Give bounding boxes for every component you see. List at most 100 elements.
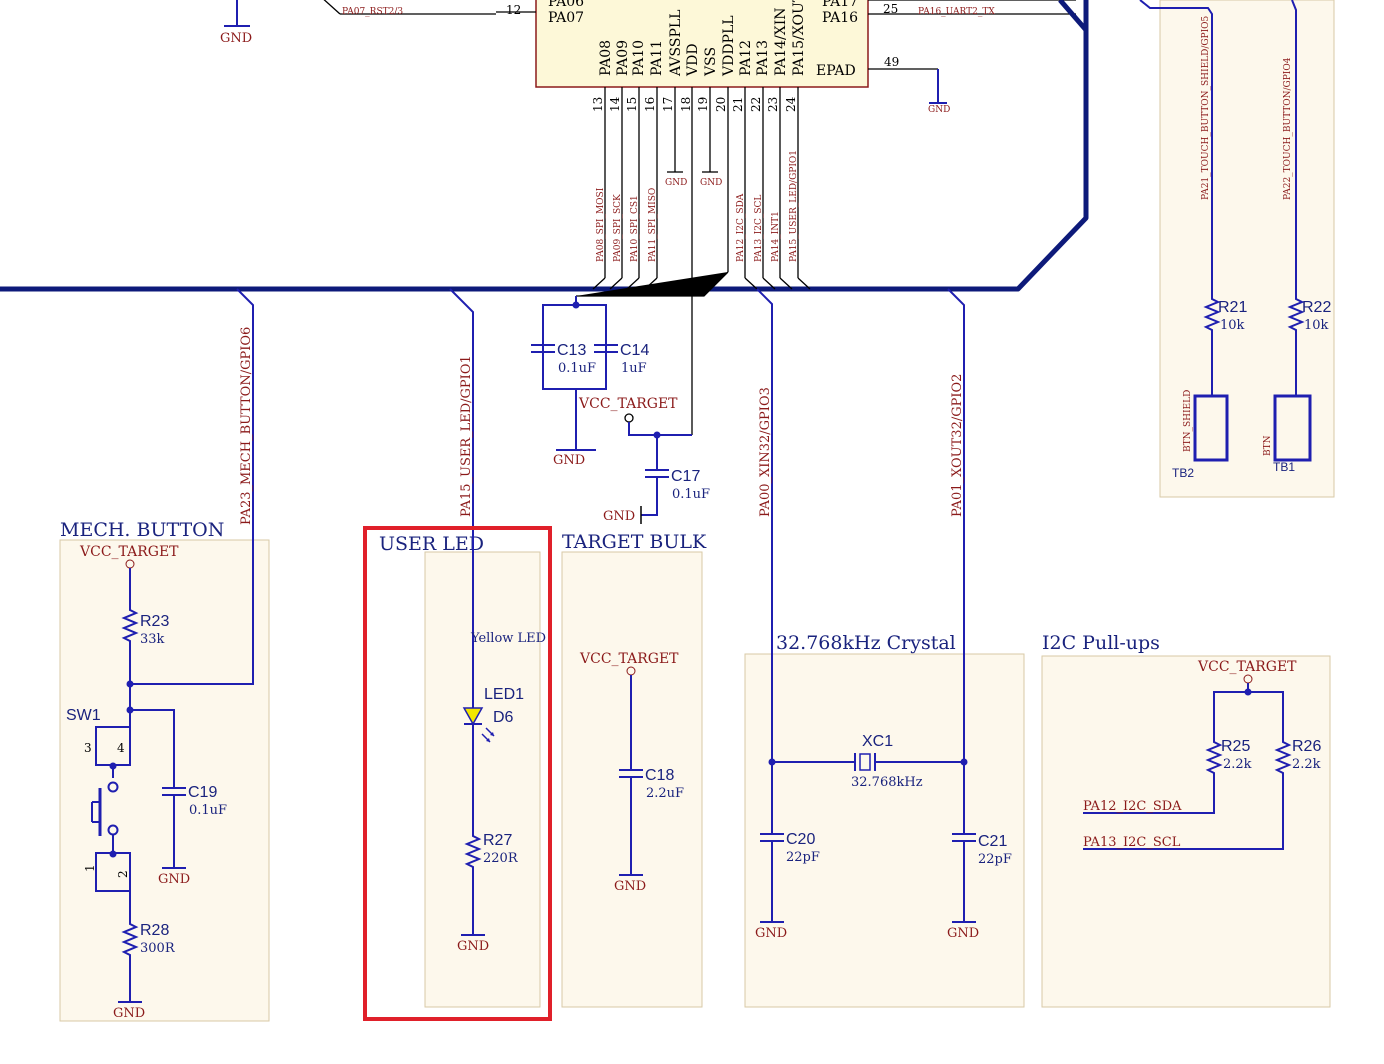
r25-ref: R25	[1221, 738, 1250, 755]
net-scl: PA13_I2C_SCL	[1083, 835, 1181, 850]
xc1-crystal	[772, 753, 964, 771]
c19-value: 0.1uF	[189, 803, 227, 818]
pin-number-49: 49	[884, 55, 899, 69]
mcu-chip	[535, 0, 869, 88]
svg-text:14: 14	[608, 96, 622, 112]
r22-value: 10k	[1304, 318, 1329, 333]
r27-value: 220R	[483, 851, 519, 866]
svg-text:17: 17	[661, 97, 675, 112]
svg-text:VSS: VSS	[703, 47, 719, 77]
pin-label-pa17: PA17	[822, 0, 858, 10]
main-bus	[0, 0, 1089, 292]
touch-section-panel	[1159, 0, 1335, 498]
pin-label-pa16: PA16	[822, 10, 858, 26]
svg-text:18: 18	[679, 97, 693, 112]
svg-text:GND: GND	[220, 31, 252, 46]
vcc-target-c17: VCC_TARGET	[578, 396, 678, 412]
svg-text:PA12: PA12	[738, 40, 754, 76]
r28-resistor	[121, 920, 139, 1002]
user-led-panel	[424, 551, 541, 1008]
tb2-pad	[1193, 394, 1229, 462]
sw1-ref: SW1	[66, 707, 101, 724]
svg-text:AVSSPLL: AVSSPLL	[668, 10, 684, 77]
xc1-ref: XC1	[862, 733, 893, 750]
svg-text:PA14/XIN: PA14/XIN	[773, 7, 789, 76]
crystal-title: 32.768kHz Crystal	[776, 632, 956, 654]
led-diode-icon	[462, 707, 495, 743]
net-mech-button: PA23_MECH_BUTTON/GPIO6	[239, 327, 254, 525]
gnd-vss: GND	[700, 178, 722, 188]
r21-ref: R21	[1218, 299, 1247, 316]
user-led-net-wire	[449, 288, 474, 708]
r23-value: 33k	[140, 632, 165, 647]
gnd-c13: GND	[553, 453, 585, 468]
net-pa16-uart: PA16_UART2_TX	[918, 7, 995, 17]
c13-ref: C13	[557, 342, 586, 359]
svg-text:PA09: PA09	[615, 40, 631, 76]
chip-bottom-pin-numbers: 13 14 15 16 17 18 19 20 21 22 23 24	[591, 96, 798, 112]
led-note: Yellow LED	[470, 631, 546, 646]
r26-resistor	[1083, 740, 1292, 850]
r28-value: 300R	[140, 941, 176, 956]
c19-ref: C19	[188, 784, 217, 801]
sw1-pin3: 3	[84, 741, 92, 755]
c14-value: 1uF	[621, 361, 647, 376]
user-led-highlight	[363, 526, 552, 1021]
tb1-label: TB1	[1273, 460, 1295, 474]
gnd-c19: GND	[158, 872, 190, 887]
vcc-target-mech: VCC_TARGET	[79, 544, 179, 560]
r23-ref: R23	[140, 613, 169, 630]
mech-button-panel	[59, 539, 270, 1022]
c14-ref: C14	[620, 342, 649, 359]
r21-value: 10k	[1220, 318, 1245, 333]
svg-text:PA14_INT1: PA14_INT1	[771, 211, 781, 262]
chip-bottom-pin-labels: PA08 PA09 PA10 PA11 AVSSPLL VDD VSS VDDP…	[598, 0, 807, 77]
r26-value: 2.2k	[1292, 757, 1321, 772]
svg-text:23: 23	[766, 97, 780, 112]
net-xout: PA01_XOUT32/GPIO2	[950, 374, 965, 517]
svg-text:PA08_SPI_MOSI: PA08_SPI_MOSI	[596, 187, 606, 262]
svg-text:PA12_I2C_SDA: PA12_I2C_SDA	[736, 193, 746, 262]
c13-value: 0.1uF	[558, 361, 596, 376]
pin-label-pa06: PA06	[548, 0, 584, 10]
r27-resistor	[464, 832, 482, 935]
gnd-r27: GND	[457, 939, 489, 954]
net-btn-shield: BTN_SHIELD	[1183, 390, 1193, 452]
sw1-pin2: 2	[116, 870, 130, 878]
gnd-c17: GND	[603, 509, 635, 524]
svg-text:19: 19	[696, 97, 710, 112]
svg-text:15: 15	[625, 97, 639, 112]
svg-text:22: 22	[749, 97, 763, 112]
xout-net-wire	[947, 288, 965, 834]
c20-ref: C20	[786, 831, 815, 848]
sw1-switch	[91, 710, 131, 920]
r27-ref: R27	[483, 832, 512, 849]
svg-text:13: 13	[591, 97, 605, 112]
vcc-target-i2c: VCC_TARGET	[1197, 659, 1297, 675]
c18-ref: C18	[645, 767, 674, 784]
svg-text:PA10_SPI_CS1: PA10_SPI_CS1	[630, 195, 640, 262]
r26-ref: R26	[1292, 738, 1321, 755]
r28-ref: R28	[140, 922, 169, 939]
svg-text:PA08: PA08	[598, 40, 614, 76]
gnd-epad: GND	[928, 105, 950, 115]
i2c-pullups-panel	[1041, 655, 1331, 1008]
svg-text:PA15/XOUT: PA15/XOUT	[791, 0, 807, 76]
svg-text:PA10: PA10	[631, 40, 647, 76]
target-bulk-title: TARGET BULK	[562, 531, 707, 553]
r25-value: 2.2k	[1223, 757, 1252, 772]
pin-number-12: 12	[506, 3, 521, 17]
user-led-title: USER LED	[379, 533, 484, 555]
svg-text:PA13: PA13	[755, 40, 771, 76]
svg-text:24: 24	[784, 96, 798, 112]
svg-text:20: 20	[714, 97, 728, 112]
decoupling-caps	[531, 271, 729, 451]
vcc-port-c17	[624, 413, 634, 423]
led-designator: D6	[493, 709, 514, 726]
net-touch-shield: PA21_TOUCH_BUTTON_SHIELD/GPIO5	[1201, 15, 1211, 200]
tb1-pad	[1273, 394, 1312, 462]
net-pa07-rst: PA07_RST2/3	[342, 7, 403, 17]
net-xin: PA00_XIN32/GPIO3	[758, 387, 773, 517]
mech-button-title: MECH. BUTTON	[60, 519, 224, 541]
